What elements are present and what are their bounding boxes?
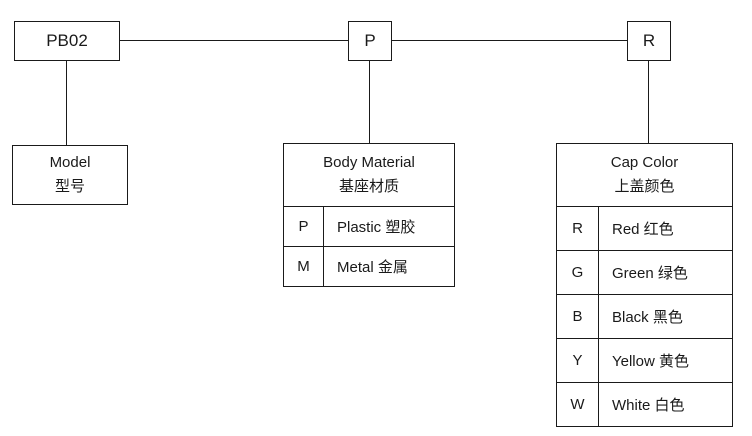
desc-cell: Plastic 塑胶 xyxy=(337,219,416,236)
cap-color-title-zh: 上盖颜色 xyxy=(614,178,675,195)
table-row: Y Yellow 黄色 xyxy=(556,339,733,383)
code-cell: B xyxy=(557,295,599,338)
model-title-en: Model xyxy=(49,154,91,171)
body-material-title-zh: 基座材质 xyxy=(338,178,399,195)
model-title-zh: 型号 xyxy=(54,178,85,195)
body-material-table: Body Material 基座材质 P Plastic 塑胶 M Metal … xyxy=(283,143,455,287)
connector-line-body-material xyxy=(369,61,370,143)
desc-cell: Metal 金属 xyxy=(337,259,408,276)
node-body-material-code: P xyxy=(348,21,392,61)
table-row: P Plastic 塑胶 xyxy=(283,207,455,247)
desc-cell: Yellow 黄色 xyxy=(612,353,689,370)
code-cell: M xyxy=(284,247,324,286)
code-cell: W xyxy=(557,383,599,426)
body-material-title-en: Body Material xyxy=(323,154,415,171)
model-box: Model 型号 xyxy=(12,145,128,205)
desc-cell: Red 红色 xyxy=(612,221,674,238)
table-row: W White 白色 xyxy=(556,383,733,427)
node-model-code: PB02 xyxy=(14,21,120,61)
connector-line-model xyxy=(66,61,67,145)
desc-cell: Green 绿色 xyxy=(612,265,688,282)
table-row: G Green 绿色 xyxy=(556,251,733,295)
code-cell: Y xyxy=(557,339,599,382)
table-row: B Black 黑色 xyxy=(556,295,733,339)
body-material-header: Body Material 基座材质 xyxy=(283,143,455,207)
cap-color-table: Cap Color 上盖颜色 R Red 红色 G Green 绿色 B Bla… xyxy=(556,143,733,427)
cap-color-header: Cap Color 上盖颜色 xyxy=(556,143,733,207)
table-row: M Metal 金属 xyxy=(283,247,455,287)
desc-cell: Black 黑色 xyxy=(612,309,683,326)
table-row: R Red 红色 xyxy=(556,207,733,251)
code-cell: P xyxy=(284,207,324,246)
code-cell: G xyxy=(557,251,599,294)
code-cell: R xyxy=(557,207,599,250)
connector-line-cap-color xyxy=(648,61,649,143)
node-cap-color-code: R xyxy=(627,21,671,61)
desc-cell: White 白色 xyxy=(612,397,685,414)
cap-color-title-en: Cap Color xyxy=(610,154,679,171)
